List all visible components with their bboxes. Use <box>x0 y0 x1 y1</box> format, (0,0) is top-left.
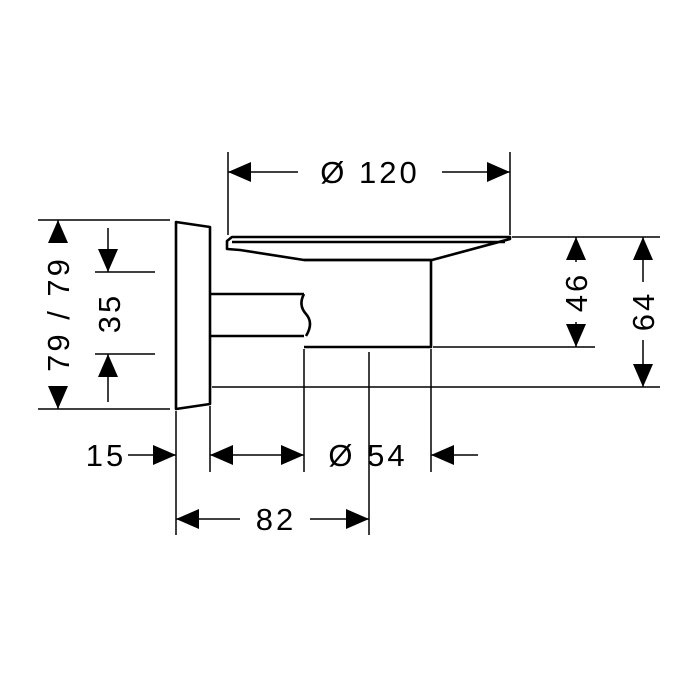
extension-lines <box>38 152 660 535</box>
arm-break <box>300 293 312 337</box>
arrowheads <box>48 162 653 529</box>
holder-diameter-label: Ø 54 <box>328 438 407 473</box>
total-height-label: 79 / 79 <box>41 256 76 372</box>
tray-depth-label: 46 <box>559 272 594 312</box>
rosette-thickness-label: 15 <box>86 438 126 473</box>
soap-dish-outline <box>174 220 512 411</box>
projection-label: 82 <box>256 502 296 537</box>
tray-height-label: 64 <box>626 291 661 331</box>
wall-rosette <box>174 220 212 411</box>
rosette-offset-label: 35 <box>92 293 127 333</box>
holder-body <box>304 258 433 349</box>
soap-tray <box>225 235 512 262</box>
tray-diameter-label: Ø 120 <box>320 155 419 190</box>
support-arm <box>210 292 304 338</box>
